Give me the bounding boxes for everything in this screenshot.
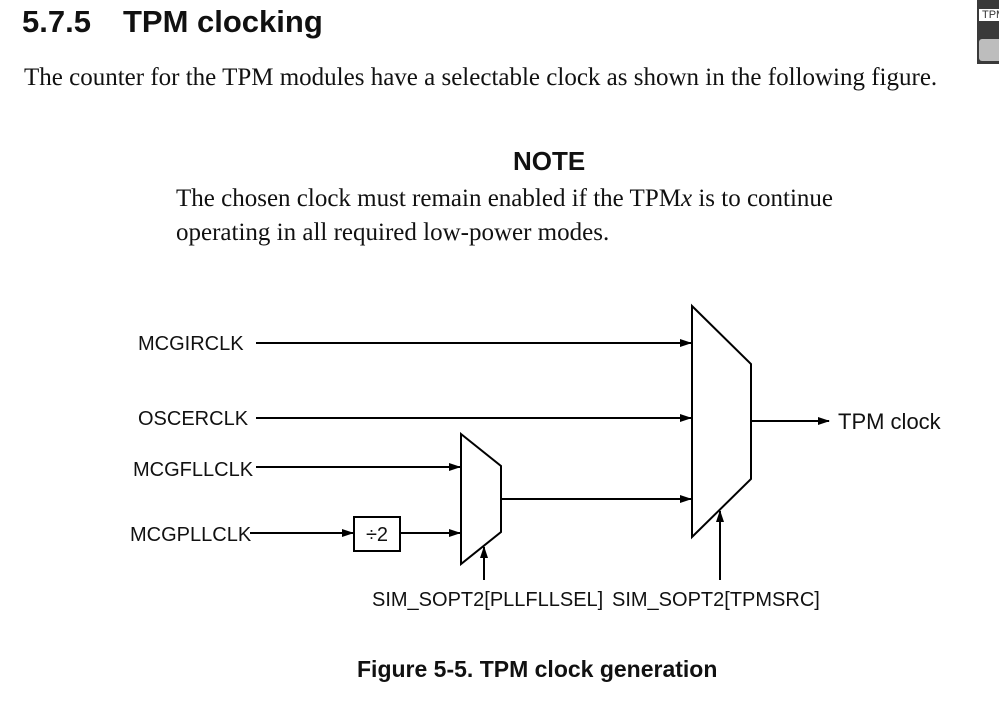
note-variable: x [680, 185, 693, 212]
section-number: 5.7.5 [22, 4, 91, 39]
pllfllsel-label: SIM_SOPT2[PLLFLLSEL] [372, 589, 603, 611]
note-body: The chosen clock must remain enabled if … [176, 185, 834, 246]
tpmsrc-label: SIM_SOPT2[TPMSRC] [612, 589, 820, 611]
intro-paragraph: The counter for the TPM modules have a s… [24, 64, 938, 91]
sidebar-tab[interactable]: TPM [977, 0, 999, 64]
mcgirclk-label: MCGIRCLK [138, 333, 244, 355]
tpmsrc-mux [691, 303, 752, 540]
pllfllsel-mux [460, 431, 502, 567]
sidebar-tab-label: TPM [979, 9, 999, 21]
divider-label: ÷2 [366, 524, 388, 546]
figure-caption: Figure 5-5. TPM clock generation [357, 656, 718, 682]
mcgfllclk-label: MCGFLLCLK [133, 459, 254, 481]
note-title: NOTE [513, 146, 586, 176]
oscerclk-label: OSCERCLK [138, 408, 249, 430]
sidebar-tab-button[interactable] [979, 39, 999, 61]
section-title: TPM clocking [122, 4, 323, 39]
tpm-clock-label: TPM clock [838, 409, 942, 434]
mcgpllclk-label: MCGPLLCLK [130, 524, 252, 546]
section-heading: 5.7.5 TPM clocking [22, 4, 323, 40]
